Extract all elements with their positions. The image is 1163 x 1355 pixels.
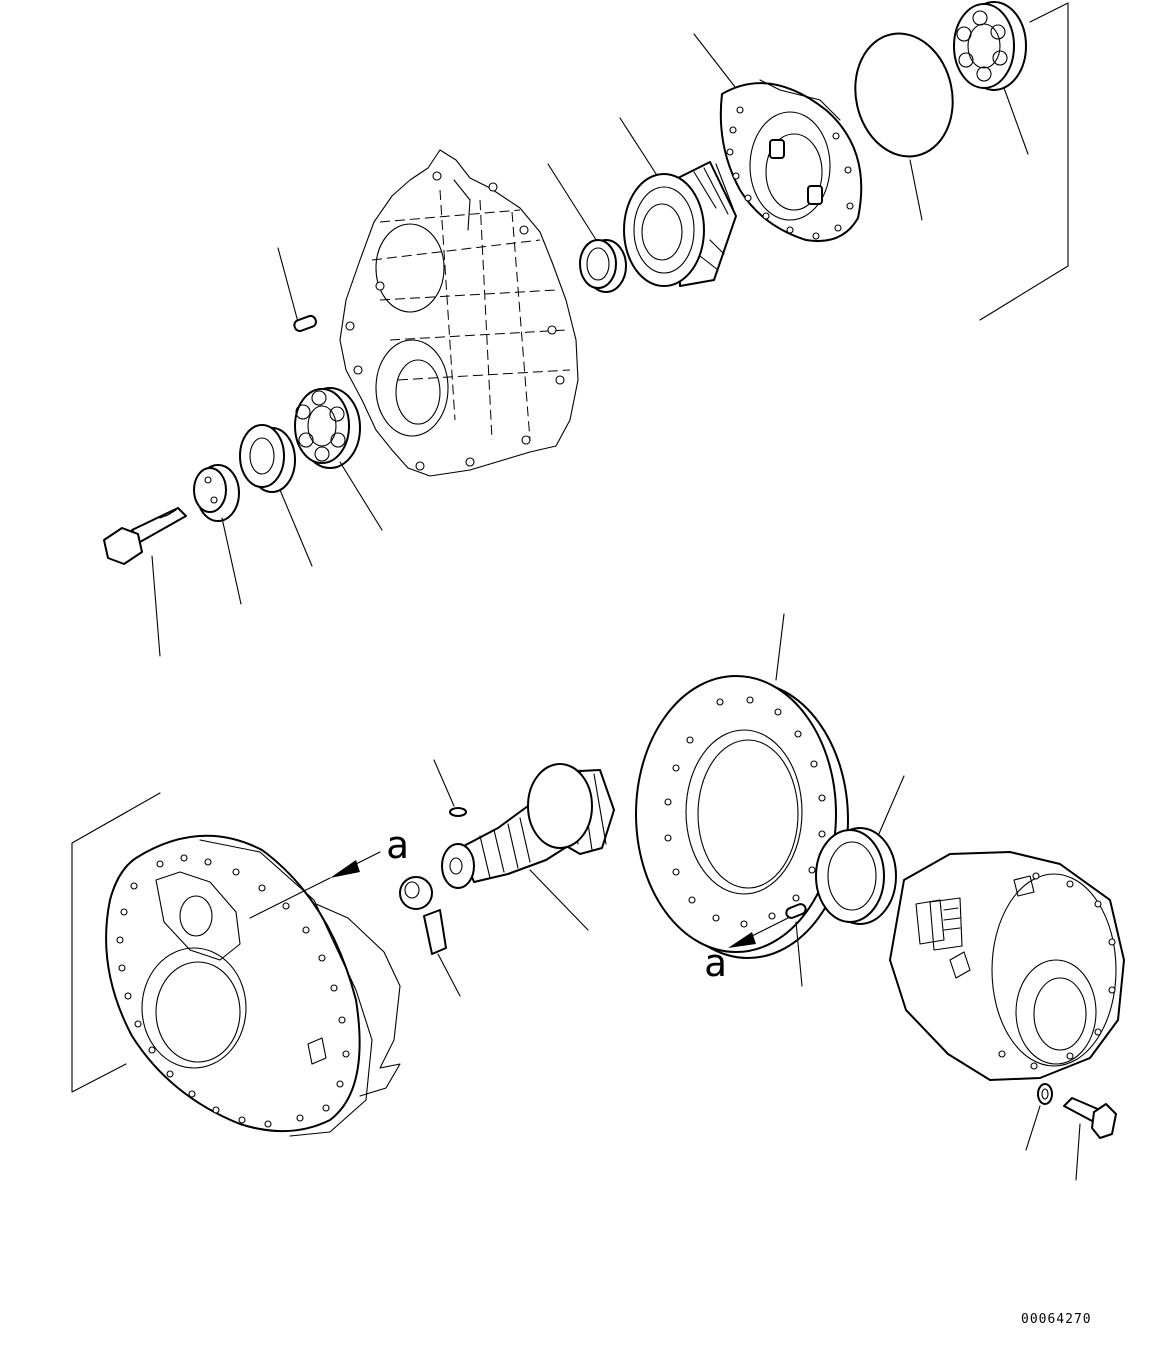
o-ring — [854, 32, 954, 221]
view-arrow-left: a — [249, 823, 409, 919]
needle-bearing — [547, 163, 627, 293]
ball-bearing-left — [294, 387, 383, 531]
ball-bearing-right — [953, 1, 1029, 155]
bolt-upper — [103, 507, 187, 657]
dowel-pin-upper — [277, 247, 317, 332]
drawing-code: 00064270 — [1021, 1312, 1092, 1327]
upper-group-bracket — [979, 2, 1069, 321]
drive-pinion-shaft — [441, 763, 615, 931]
ring-gear — [635, 613, 849, 959]
spacer-ring-upper — [239, 424, 313, 567]
differential-case-housing — [339, 149, 579, 477]
view-marker-a-left: a — [386, 823, 409, 867]
retainer-plate — [193, 464, 242, 605]
dowel-pin-lower — [785, 903, 807, 987]
view-arrow-right: a — [704, 917, 789, 985]
taper-roller-bearing-upper — [619, 117, 737, 287]
bearing-cage-flange — [693, 33, 863, 242]
bolt-lower — [1063, 1097, 1117, 1181]
lower-group-bracket — [71, 792, 161, 1093]
axle-housing-flange — [105, 834, 401, 1137]
bearing-cup-lower — [815, 775, 905, 925]
lock-plate — [399, 876, 461, 997]
differential-case — [889, 851, 1125, 1081]
view-marker-a-right: a — [704, 941, 727, 985]
woodruff-key — [433, 759, 467, 817]
washer-lower — [1025, 1083, 1053, 1151]
